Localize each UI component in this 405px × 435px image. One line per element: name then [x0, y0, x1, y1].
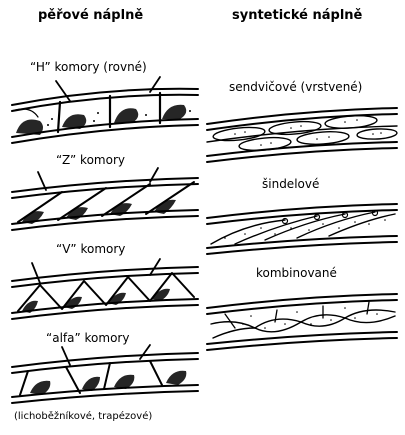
diagram-h-chambers [11, 76, 199, 144]
left-column-heading: pěřové náplně [38, 8, 144, 23]
label-combined: kombinované [256, 266, 337, 280]
diagram-z-chambers [11, 167, 199, 231]
diagram-alpha-chambers [11, 344, 199, 404]
label-v-chambers: “V” komory [56, 242, 126, 256]
diagram-sandwich [206, 107, 398, 163]
label-sandwich: sendvičové (vrstvené) [229, 80, 363, 94]
diagram-v-chambers [11, 258, 199, 320]
label-z-chambers: “Z” komory [56, 153, 125, 167]
label-trapezoid-note: (lichoběžníkové, trapézové) [14, 411, 153, 422]
label-h-chambers: “H” komory (rovné) [30, 60, 147, 74]
label-shingle: šindelové [262, 177, 320, 191]
label-alpha-chambers: “alfa” komory [46, 331, 130, 345]
diagram-shingle [206, 203, 398, 255]
right-column-heading: syntetické náplně [232, 8, 363, 23]
diagram-combined [206, 293, 398, 351]
